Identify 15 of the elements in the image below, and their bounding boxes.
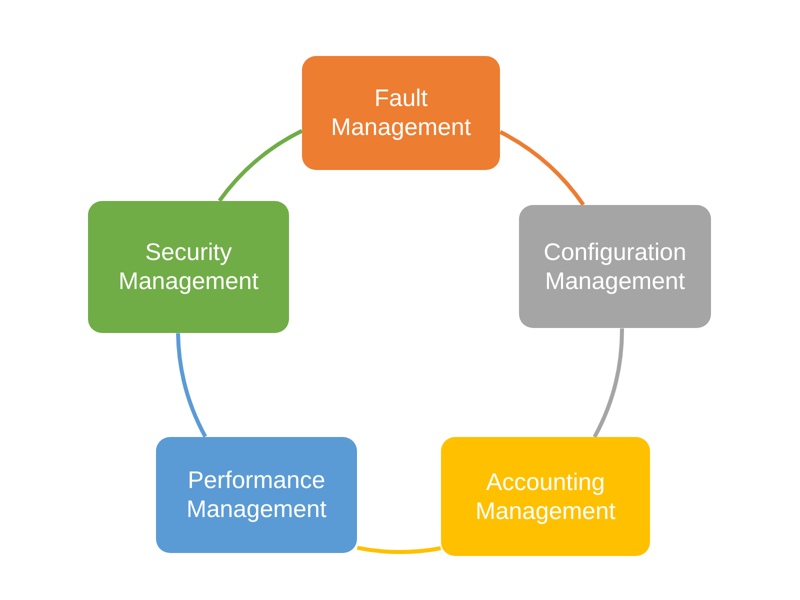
connector-arc bbox=[176, 333, 208, 438]
connector-arc bbox=[592, 328, 624, 438]
connector-arc bbox=[218, 129, 303, 202]
process-box bbox=[519, 205, 711, 328]
process-box bbox=[441, 437, 650, 556]
connector-arc bbox=[356, 546, 441, 554]
process-box bbox=[302, 56, 500, 170]
box-label: Security Management bbox=[117, 238, 260, 296]
process-box bbox=[156, 437, 357, 553]
box-label: Performance Management bbox=[185, 466, 328, 524]
box-label: Configuration Management bbox=[542, 238, 688, 296]
connector-arc bbox=[499, 130, 585, 206]
process-box bbox=[88, 201, 289, 333]
box-label: Accounting Management bbox=[474, 468, 617, 526]
box-label: Fault Management bbox=[330, 84, 472, 142]
